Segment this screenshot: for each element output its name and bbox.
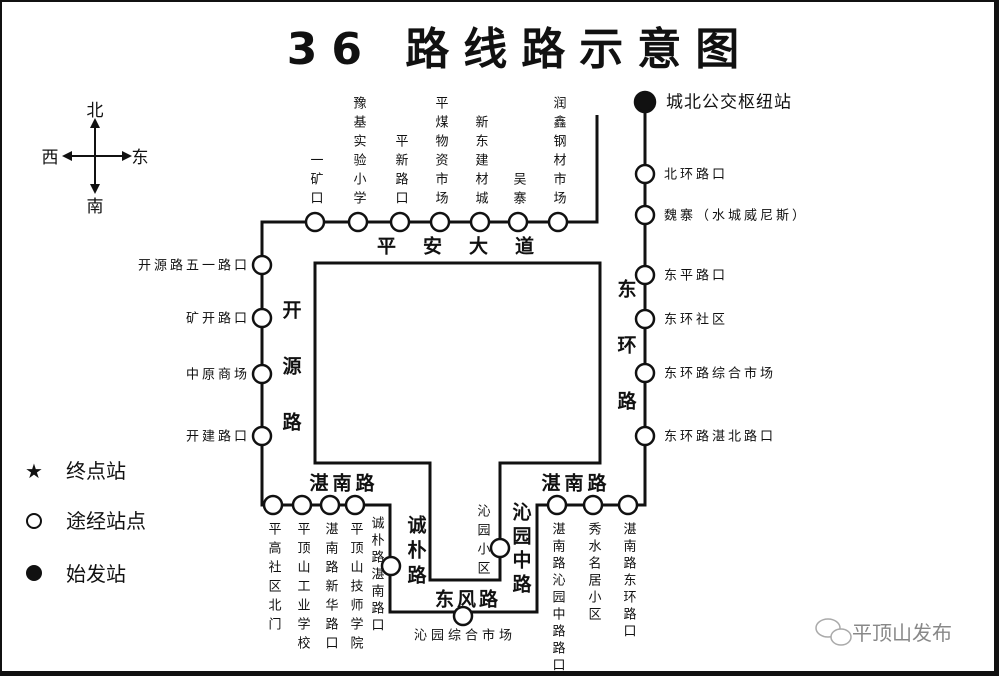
road-label-kaiyuan: 开源路 [279, 300, 302, 468]
stations [251, 90, 657, 627]
legend-via-label: 途经站点 [66, 509, 146, 533]
station-east[interactable] [634, 264, 656, 286]
station-chengpu[interactable] [380, 555, 402, 577]
station-label-top: 新东建材城 [472, 115, 488, 210]
station-east[interactable] [634, 425, 656, 447]
station-bottom-left[interactable] [319, 494, 341, 516]
station-label-dongfeng: 沁园综合市场 [413, 628, 517, 644]
station-top[interactable] [507, 211, 529, 233]
compass: 北 南 西 东 [42, 101, 149, 217]
station-bottom-left[interactable] [262, 494, 284, 516]
station-top[interactable] [389, 211, 411, 233]
station-bottom-right[interactable] [617, 494, 639, 516]
station-label-east: 东环路湛北路口 [664, 429, 777, 445]
open-circle-icon [26, 513, 42, 529]
station-east[interactable] [634, 308, 656, 330]
station-east[interactable] [634, 163, 656, 185]
station-label-east: 东平路口 [664, 268, 729, 284]
arrow-east-icon [122, 151, 132, 161]
station-label-left: 中原商场 [185, 367, 250, 383]
station-bottom-left[interactable] [344, 494, 366, 516]
station-label-top: 平煤物资市场 [432, 96, 448, 210]
station-left[interactable] [251, 425, 273, 447]
arrow-south-icon [90, 184, 100, 194]
station-label-top: 豫基实验小学 [350, 96, 366, 210]
station-label-top: 润鑫钢材市场 [550, 96, 566, 210]
compass-north: 北 [87, 101, 104, 121]
station-label-bottom-right: 湛南路沁园中路路口 [549, 522, 565, 675]
station-label-left: 矿开路口 [185, 311, 250, 327]
station-origin[interactable] [633, 90, 657, 114]
station-label-bottom-left: 平高社区北门 [265, 522, 281, 636]
arrow-west-icon [62, 151, 72, 161]
legend: ★ 终点站 途经站点 始发站 [25, 459, 146, 586]
compass-east: 东 [132, 148, 149, 168]
station-bottom-right[interactable] [582, 494, 604, 516]
inner-route-line [313, 261, 602, 582]
legend-terminal-label: 终点站 [66, 459, 126, 483]
station-label-top: 平新路口 [392, 134, 408, 210]
star-icon: ★ [25, 459, 43, 483]
road-label-zhannan-right: 湛南路 [541, 472, 611, 495]
station-label-bottom-left: 平顶山工业学校 [294, 522, 310, 655]
station-label-east: 北环路口 [664, 167, 729, 183]
road-label-qinyuanzhong: 沁园中路 [509, 502, 532, 598]
compass-west: 西 [42, 148, 59, 168]
station-left[interactable] [251, 254, 273, 276]
station-label-east: 东环路综合市场 [664, 366, 777, 382]
station-left[interactable] [251, 363, 273, 385]
station-left[interactable] [251, 307, 273, 329]
station-label-east: 魏寨（水城威尼斯） [664, 208, 809, 224]
station-top[interactable] [347, 211, 369, 233]
road-label-pingan: 平安大道 [377, 235, 562, 258]
road-label-donghuan: 东环路 [614, 279, 637, 447]
station-top[interactable] [469, 211, 491, 233]
station-top[interactable] [429, 211, 451, 233]
station-top[interactable] [304, 211, 326, 233]
station-top[interactable] [547, 211, 569, 233]
station-label-left: 开建路口 [185, 429, 250, 445]
station-label-origin: 城北公交枢纽站 [666, 92, 792, 113]
arrow-north-icon [90, 118, 100, 128]
page-title: 36 路线路示意图 [287, 24, 754, 75]
station-label-chengpu: 诚朴路湛南路口 [368, 516, 384, 635]
station-label-top: 吴寨 [510, 172, 526, 210]
station-bottom-right[interactable] [546, 494, 568, 516]
station-east[interactable] [634, 362, 656, 384]
wechat-icon [815, 618, 852, 646]
station-label-bottom-left: 平顶山技师学院 [347, 522, 363, 655]
compass-south: 南 [87, 197, 104, 217]
station-label-left: 开源路五一路口 [137, 258, 250, 274]
station-label-bottom-right: 秀水名居小区 [585, 522, 601, 624]
station-label-bottom-right: 湛南路东环路口 [620, 522, 636, 641]
road-label-chengpu: 诚朴路 [404, 515, 427, 590]
station-label-top: 一矿口 [307, 153, 323, 210]
station-label-east: 东环社区 [664, 312, 729, 328]
station-bottom-left[interactable] [291, 494, 313, 516]
filled-circle-icon [26, 565, 42, 581]
station-dongfeng[interactable] [452, 605, 474, 627]
legend-origin-label: 始发站 [66, 562, 126, 586]
station-qinyuan[interactable] [489, 537, 511, 559]
road-label-dongfeng: 东风路 [434, 588, 502, 611]
watermark-text: 平顶山发布 [852, 621, 952, 645]
station-east[interactable] [634, 204, 656, 226]
station-label-bottom-left: 湛南路新华路口 [322, 522, 338, 655]
road-label-zhannan-left: 湛南路 [309, 472, 379, 495]
watermark: 平顶山发布 [815, 618, 952, 646]
station-label-qinyuan: 沁园小区 [474, 504, 490, 580]
